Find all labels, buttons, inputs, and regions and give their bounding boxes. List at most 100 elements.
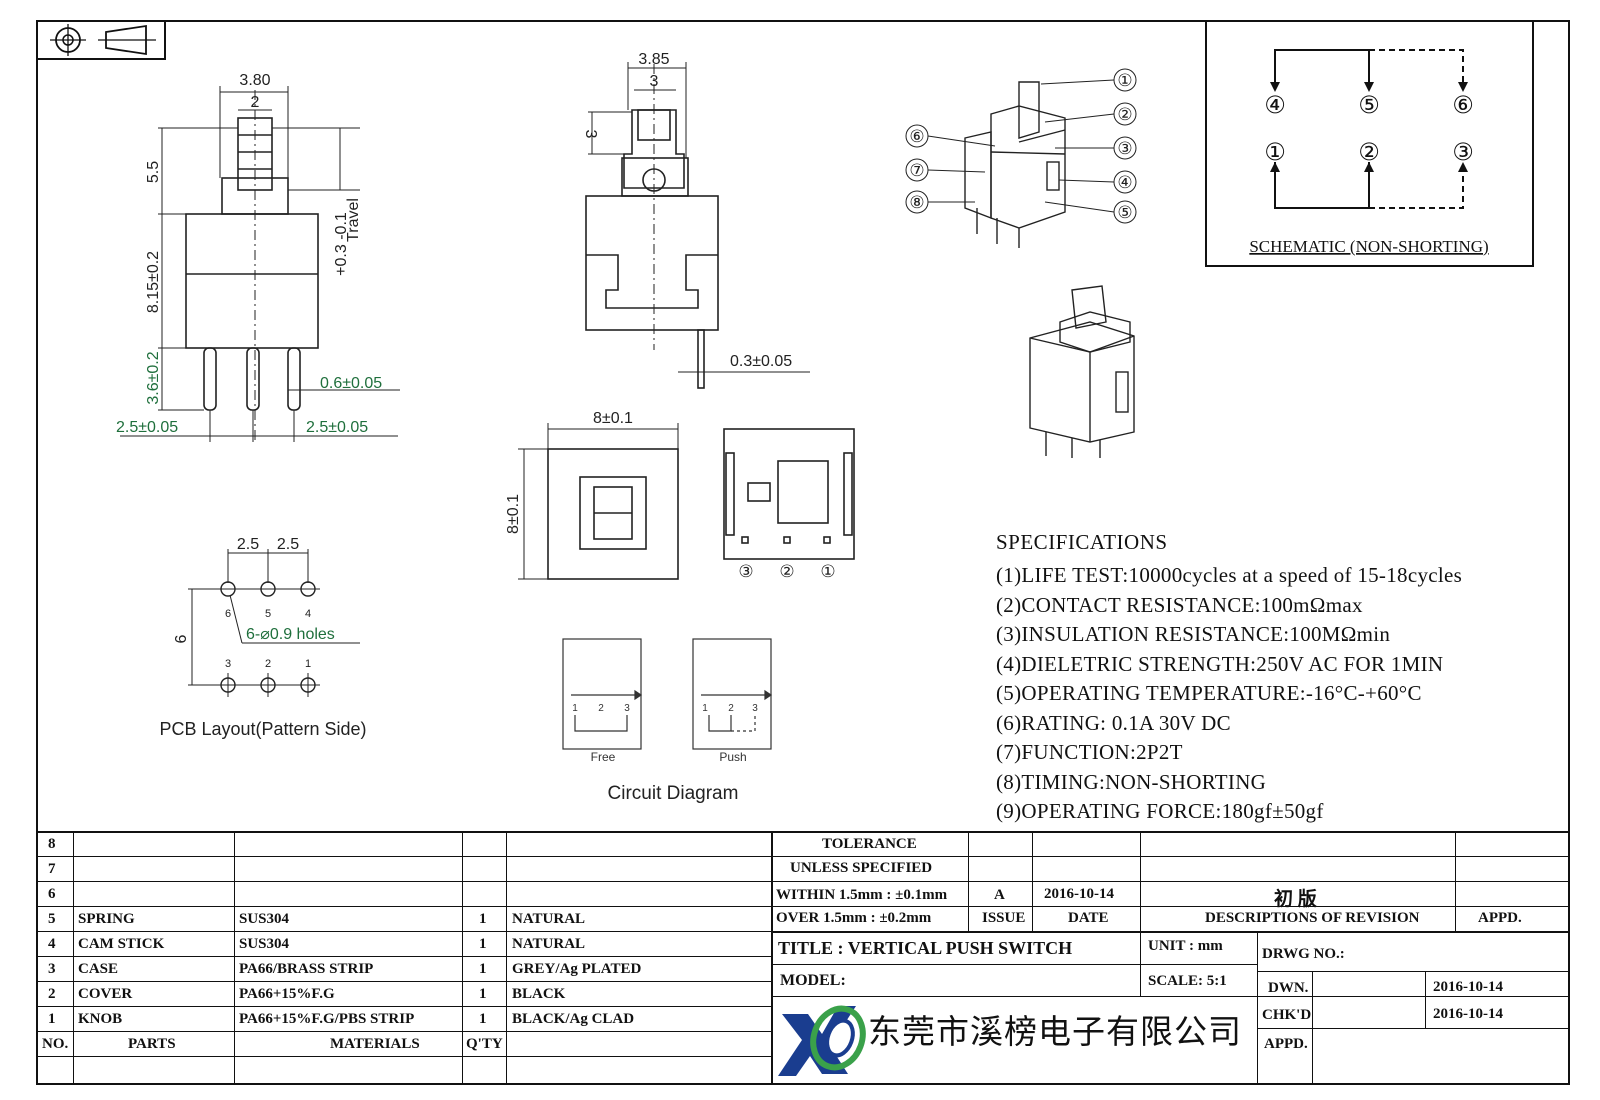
- scale-label: SCALE: 5:1: [1148, 973, 1227, 989]
- drawing-title: TITLE : VERTICAL PUSH SWITCH: [778, 938, 1073, 958]
- appd-header: APPD.: [1478, 910, 1522, 926]
- dim-stem-width: 2: [251, 94, 260, 111]
- projection-symbol: [36, 20, 166, 60]
- bom-material: PA66+15%F.G: [239, 986, 335, 1002]
- iso-label-3: ③: [1117, 139, 1132, 158]
- isometric-exploded-view: ① ② ③ ④ ⑤ ⑥ ⑦ ⑧: [905, 68, 1137, 248]
- issue-header: ISSUE: [982, 910, 1026, 926]
- schematic-title: SCHEMATIC (NON-SHORTING): [1249, 237, 1488, 256]
- dwn-label: DWN.: [1268, 980, 1309, 996]
- bom-finish: NATURAL: [512, 936, 586, 952]
- push-label: Push: [719, 750, 746, 764]
- bom-qty: 1: [479, 986, 487, 1002]
- unit-label: UNIT : mm: [1148, 938, 1223, 954]
- bom-header-no: NO.: [42, 1036, 69, 1052]
- dim-travel: Travel: [345, 198, 362, 242]
- bom-no: 3: [48, 961, 56, 977]
- revision-date: 2016-10-14: [1044, 886, 1114, 902]
- pcb-layout-drawing: 2.5 2.5 6 6-⌀0.9 holes 6 5 4 3 2 1 PCB L…: [159, 536, 366, 739]
- circuit-diagram-caption: Circuit Diagram: [608, 783, 739, 804]
- spec-item: (7)FUNCTION:2P2T: [996, 740, 1183, 764]
- bom-qty: 1: [479, 911, 487, 927]
- pcb-pin-3: 3: [225, 658, 231, 670]
- dim-top-width: 3.80: [239, 72, 270, 89]
- spec-item: (5)OPERATING TEMPERATURE:-16°C-+60°C: [996, 681, 1422, 705]
- push-pin-3: 3: [752, 703, 758, 714]
- dwn-date: 2016-10-14: [1433, 979, 1503, 995]
- bottom-pin-1: ①: [820, 562, 835, 581]
- bom-no: 7: [48, 861, 56, 877]
- schematic-diagram: ④ ⑤ ⑥ ① ② ③ SCHEMATIC (NON-SHORTING): [1205, 20, 1534, 267]
- bom-qty: 1: [479, 936, 487, 952]
- dim-top-height: 8±0.1: [505, 494, 522, 534]
- spec-item: (1)LIFE TEST:10000cycles at a speed of 1…: [996, 563, 1463, 587]
- push-pin-2: 2: [728, 703, 734, 714]
- bom-finish: NATURAL: [512, 911, 586, 927]
- iso-label-6: ⑥: [909, 127, 924, 146]
- pcb-pin-1: 1: [305, 658, 311, 670]
- revision-issue: A: [994, 887, 1005, 903]
- dim-body-height: 8.15±0.2: [145, 251, 162, 313]
- date-header: DATE: [1068, 910, 1109, 926]
- spec-item: (3)INSULATION RESISTANCE:100MΩmin: [996, 622, 1391, 646]
- schematic-pin-4: ④: [1264, 92, 1286, 119]
- dim-stem-height: 5.5: [145, 161, 162, 183]
- bom-part: COVER: [78, 986, 133, 1002]
- descriptions-header: DESCRIPTIONS OF REVISION: [1205, 910, 1420, 926]
- bom-qty: 1: [479, 1011, 487, 1027]
- circuit-diagram: 1 2 3 1 2 3 Free Push Circuit Diagram: [562, 638, 773, 804]
- bom-finish: GREY/Ag PLATED: [512, 961, 642, 977]
- pcb-row-spacing: 6: [173, 634, 190, 643]
- bom-finish: BLACK/Ag CLAD: [512, 1011, 635, 1027]
- bom-material: PA66+15%F.G/PBS STRIP: [239, 1011, 415, 1027]
- schematic-pin-1: ①: [1264, 139, 1286, 166]
- specifications-title: SPECIFICATIONS: [996, 530, 1168, 554]
- dim-top-inner: 3: [650, 73, 659, 90]
- tolerance-over: OVER 1.5mm : ±0.2mm: [776, 910, 932, 926]
- iso-label-8: ⑧: [909, 193, 924, 212]
- bom-no: 1: [48, 1011, 56, 1027]
- spec-item: (4)DIELETRIC STRENGTH:250V AC FOR 1MIN: [996, 651, 1444, 676]
- bom-no: 2: [48, 986, 56, 1002]
- bom-no: 6: [48, 886, 56, 902]
- spec-item: (2)CONTACT RESISTANCE:100mΩmax: [996, 592, 1363, 617]
- pcb-pitch-2: 2.5: [277, 536, 299, 553]
- bom-material: SUS304: [239, 911, 290, 927]
- chkd-date: 2016-10-14: [1433, 1006, 1503, 1022]
- dim-pin-width: 0.6±0.05: [320, 375, 382, 392]
- bom-no: 5: [48, 911, 56, 927]
- specifications-list: (1)LIFE TEST:10000cycles at a speed of 1…: [996, 561, 1556, 827]
- dim-pin-thickness: 0.3±0.05: [730, 353, 792, 370]
- free-label: Free: [591, 750, 616, 764]
- pcb-pin-4: 4: [305, 608, 311, 620]
- spec-item: (6)RATING: 0.1A 30V DC: [996, 710, 1231, 735]
- tolerance-title: TOLERANCE: [822, 836, 917, 852]
- bom-part: SPRING: [78, 911, 135, 927]
- bom-part: CASE: [78, 961, 119, 977]
- push-pin-1: 1: [702, 703, 708, 714]
- bom-no: 8: [48, 836, 56, 852]
- iso-label-1: ①: [1117, 71, 1132, 90]
- revision-description: 初 版: [1274, 889, 1317, 910]
- appd-label: APPD.: [1264, 1036, 1308, 1052]
- bottom-pin-3: ③: [738, 562, 753, 581]
- bom-material: SUS304: [239, 936, 290, 952]
- bom-header-qty: Q'TY: [466, 1036, 503, 1052]
- side-view-drawing: 3.80 2 5.5 8.15±0.2 3.6±0.2 Travel +0.3 …: [116, 72, 400, 442]
- bom-part: KNOB: [78, 1011, 123, 1027]
- pcb-pin-6: 6: [225, 608, 231, 620]
- dim-pitch-right: 2.5±0.05: [306, 419, 368, 436]
- pcb-layout-caption: PCB Layout(Pattern Side): [159, 719, 366, 739]
- dim-pin-length: 3.6±0.2: [145, 351, 162, 404]
- iso-label-7: ⑦: [909, 161, 924, 180]
- schematic-pin-3: ③: [1452, 139, 1474, 166]
- free-pin-2: 2: [598, 703, 604, 714]
- free-pin-3: 3: [624, 703, 630, 714]
- drawing-sheet: [36, 20, 1570, 1085]
- bottom-view-drawing: ③ ② ①: [723, 428, 855, 581]
- company-name: 东莞市溪榜电子有限公司: [868, 1012, 1242, 1051]
- spec-item: (9)OPERATING FORCE:180gf±50gf: [996, 799, 1324, 823]
- spec-item: (8)TIMING:NON-SHORTING: [996, 769, 1267, 794]
- chkd-label: CHK'D: [1262, 1007, 1312, 1023]
- dim-travel-tolerance: +0.3 -0.1: [333, 212, 350, 276]
